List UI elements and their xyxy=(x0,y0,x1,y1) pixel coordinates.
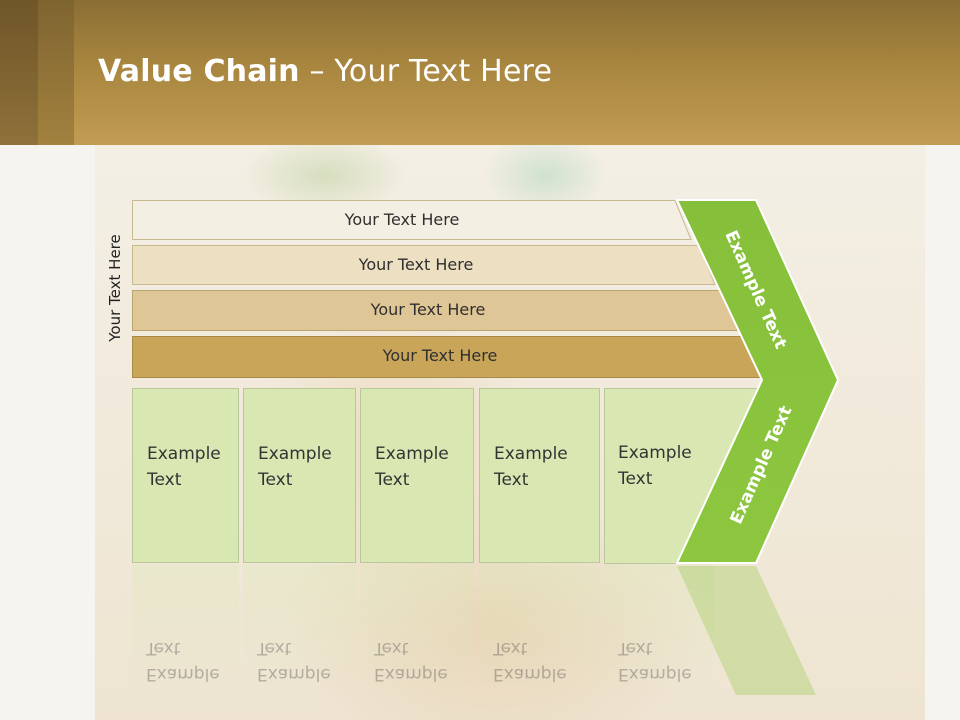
column-1-label: Example Text xyxy=(147,444,221,490)
column-3-reflection: Example Text xyxy=(360,565,474,695)
banner-4[interactable]: Your Text Here xyxy=(132,336,764,378)
column-1[interactable]: Example Text xyxy=(132,388,239,563)
column-2-reflection: Example Text xyxy=(243,565,356,695)
banner-3-label: Your Text Here xyxy=(370,300,486,319)
header-bar: Value Chain – Your Text Here xyxy=(0,0,960,145)
column-2-label: Example Text xyxy=(258,444,332,490)
banner-4-label: Your Text Here xyxy=(382,346,498,365)
column-1-reflection: Example Text xyxy=(132,565,239,695)
banner-2[interactable]: Your Text Here xyxy=(132,245,716,285)
column-4[interactable]: Example Text xyxy=(479,388,600,563)
banner-2-label: Your Text Here xyxy=(358,255,474,274)
chevron-shape xyxy=(676,199,840,564)
header-accent-stripe xyxy=(0,0,38,145)
column-5: Example Text xyxy=(604,388,714,563)
title-bold: Value Chain xyxy=(98,54,300,89)
header-accent-stripe xyxy=(38,0,74,145)
banner-3[interactable]: Your Text Here xyxy=(132,290,740,331)
column-2[interactable]: Example Text xyxy=(243,388,356,563)
column-1-reflection-label: Example Text xyxy=(146,638,220,684)
column-4-label: Example Text xyxy=(494,444,568,490)
chevron-reflection xyxy=(677,566,816,695)
column-4-reflection: Example Text xyxy=(479,565,600,695)
banner-2-shape xyxy=(132,245,716,285)
column-4-reflection-label: Example Text xyxy=(493,638,567,684)
title-rest: – Your Text Here xyxy=(299,54,553,89)
column-3[interactable]: Example Text xyxy=(360,388,474,563)
column-3-reflection-label: Example Text xyxy=(374,638,448,684)
value-chain-chevron[interactable] xyxy=(676,199,842,567)
side-label[interactable]: Your Text Here xyxy=(106,234,124,342)
column-5-reflection: Example Text xyxy=(604,565,714,695)
banner-1[interactable]: Your Text Here xyxy=(132,200,692,240)
slide-title[interactable]: Value Chain – Your Text Here xyxy=(98,54,552,89)
banner-1-shape xyxy=(132,200,692,240)
column-2-reflection-label: Example Text xyxy=(257,638,331,684)
banner-1-label: Your Text Here xyxy=(344,210,460,229)
column-5-label: Example Text xyxy=(618,443,692,489)
column-3-label: Example Text xyxy=(375,444,449,490)
